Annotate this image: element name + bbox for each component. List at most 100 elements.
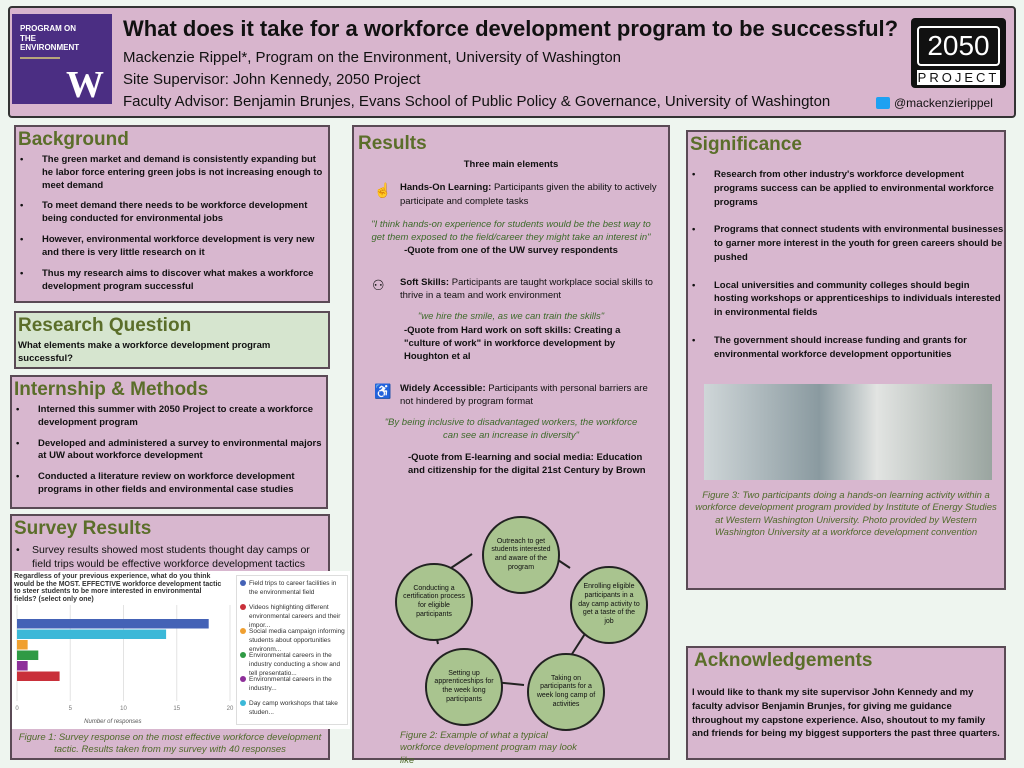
legend-item: Videos highlighting different environmen… xyxy=(240,603,345,630)
x-tick-label: 10 xyxy=(120,706,127,712)
legend-swatch xyxy=(240,700,246,706)
acknowledgements-title: Acknowledgements xyxy=(694,650,873,671)
cycle-step: Enrolling eligible participants in a day… xyxy=(570,566,648,644)
background-panel: Background The green market and demand i… xyxy=(14,125,330,303)
legend-swatch xyxy=(240,604,246,610)
legend-label: Environmental careers in the industry co… xyxy=(249,652,341,678)
item-label: Soft Skills: xyxy=(400,276,450,288)
list-item: Research from other industry's workforce… xyxy=(688,168,1004,209)
site-supervisor: Site Supervisor: John Kennedy, 2050 Proj… xyxy=(123,71,421,88)
logo-text: PROGRAM ON THE ENVIRONMENT xyxy=(20,24,80,53)
significance-panel: Significance Research from other industr… xyxy=(686,130,1006,590)
research-question-panel: Research Question What elements make a w… xyxy=(14,311,330,369)
methods-title: Internship & Methods xyxy=(14,379,209,400)
quote-source: -Quote from Hard work on soft skills: Cr… xyxy=(404,324,621,363)
background-title: Background xyxy=(18,129,129,150)
acknowledgements-panel: Acknowledgements I would like to thank m… xyxy=(686,646,1006,760)
item-label: Hands-On Learning: xyxy=(400,182,492,194)
hand-icon: ☝ xyxy=(374,182,392,199)
logo-mark: W xyxy=(66,63,104,106)
cycle-step: Taking on participants for a week long c… xyxy=(527,653,605,731)
cycle-step: Conducting a certification process for e… xyxy=(395,563,473,641)
legend-swatch xyxy=(240,628,246,634)
list-item: Conducted a literature review on workfor… xyxy=(12,471,326,497)
list-item: The government should increase funding a… xyxy=(688,334,1004,362)
twitter-text: @mackenzierippel xyxy=(894,96,993,110)
uw-logo: PROGRAM ON THE ENVIRONMENT W xyxy=(12,14,112,106)
item-text: Participants are taught workplace social… xyxy=(400,276,653,302)
results-subtitle: Three main elements xyxy=(463,159,559,170)
survey-chart: Regardless of your previous experience, … xyxy=(12,571,350,729)
list-item: Local universities and community college… xyxy=(688,279,1004,320)
legend-label: Day camp workshops that take studen... xyxy=(249,700,338,717)
bar xyxy=(17,640,28,650)
bar xyxy=(17,671,60,681)
2050-project-logo: 2050 PROJECT xyxy=(911,18,1006,88)
faculty-advisor: Faculty Advisor: Benjamin Brunjes, Evans… xyxy=(123,93,831,110)
list-item: Interned this summer with 2050 Project t… xyxy=(12,404,326,430)
acknowledgements-text: I would like to thank my site supervisor… xyxy=(692,687,1000,740)
accessible-item: ♿ Widely Accessible: Participants with p… xyxy=(364,382,658,409)
figure-2-caption: Figure 2: Example of what a typical work… xyxy=(400,730,577,766)
x-tick-label: 5 xyxy=(69,706,73,712)
legend-label: Social media campaign informing students… xyxy=(249,628,345,654)
twitter-icon xyxy=(876,97,890,109)
badge-word: PROJECT xyxy=(917,70,1000,85)
x-tick-label: 0 xyxy=(15,706,19,712)
quote-source: -Quote from E-learning and social media:… xyxy=(408,451,646,477)
list-item: To meet demand there needs to be workfor… xyxy=(16,200,328,226)
item-label: Widely Accessible: xyxy=(400,382,486,394)
results-title: Results xyxy=(358,133,427,154)
list-item: Developed and administered a survey to e… xyxy=(12,438,326,464)
quote: "By being inclusive to disadvantaged wor… xyxy=(384,417,638,442)
figure-1-caption: Figure 1: Survey response on the most ef… xyxy=(18,732,322,756)
twitter-handle: @mackenzierippel xyxy=(876,96,993,110)
legend-label: Videos highlighting different environmen… xyxy=(249,604,341,630)
legend-item: Environmental careers in the industry co… xyxy=(240,651,345,678)
legend-swatch xyxy=(240,652,246,658)
workforce-photo xyxy=(704,384,992,480)
list-item: Thus my research aims to discover what m… xyxy=(16,268,328,294)
significance-title: Significance xyxy=(690,134,802,155)
teamwork-icon: ⚇ xyxy=(372,276,385,293)
list-item: However, environmental workforce develop… xyxy=(16,234,328,260)
chart-legend: Field trips to career facilities in the … xyxy=(236,575,348,725)
legend-label: Field trips to career facilities in the … xyxy=(249,580,337,597)
cycle-step: Setting up apprenticeships for the week … xyxy=(425,648,503,726)
item-text: Participants given the ability to active… xyxy=(400,182,657,207)
cycle-step: Outreach to get students interested and … xyxy=(482,516,560,594)
list-item: Programs that connect students with envi… xyxy=(688,223,1004,264)
bar xyxy=(17,619,209,629)
poster-title: What does it take for a workforce develo… xyxy=(123,16,899,41)
methods-panel: Internship & Methods Interned this summe… xyxy=(10,375,328,509)
quote: "we hire the smile, as we can train the … xyxy=(417,311,605,323)
research-question-text: What elements make a workforce developme… xyxy=(18,340,271,364)
survey-title: Survey Results xyxy=(14,518,152,539)
item-text: Participants with personal barriers are … xyxy=(400,382,648,407)
legend-item: Field trips to career facilities in the … xyxy=(240,579,345,603)
x-tick-label: 20 xyxy=(227,706,234,712)
results-panel: Results Three main elements ☝ Hands-On L… xyxy=(352,125,670,760)
bar xyxy=(17,661,28,671)
author: Mackenzie Rippel*, Program on the Enviro… xyxy=(123,49,622,66)
list-item: Survey results showed most students thou… xyxy=(12,543,328,571)
quote-source: -Quote from one of the UW survey respond… xyxy=(404,245,618,257)
hands-on-item: ☝ Hands-On Learning: Participants given … xyxy=(364,181,658,208)
chart-title: Regardless of your previous experience, … xyxy=(14,573,222,604)
poster-header xyxy=(8,6,1016,118)
legend-label: Environmental careers in the industry... xyxy=(249,676,332,693)
quote: "I think hands-on experience for student… xyxy=(371,218,651,244)
list-item: The green market and demand is consisten… xyxy=(16,154,328,192)
soft-skills-item: ⚇ Soft Skills: Participants are taught w… xyxy=(364,276,658,303)
wheelchair-icon: ♿ xyxy=(374,382,392,399)
legend-item: Environmental careers in the industry... xyxy=(240,675,345,699)
x-tick-label: 15 xyxy=(173,706,180,712)
badge-number: 2050 xyxy=(917,26,1000,66)
legend-item: Day camp workshops that take studen... xyxy=(240,699,345,723)
bar xyxy=(17,650,39,660)
legend-swatch xyxy=(240,580,246,586)
bar xyxy=(17,629,167,639)
x-axis-label: Number of responses xyxy=(84,719,141,725)
legend-item: Social media campaign informing students… xyxy=(240,627,345,654)
